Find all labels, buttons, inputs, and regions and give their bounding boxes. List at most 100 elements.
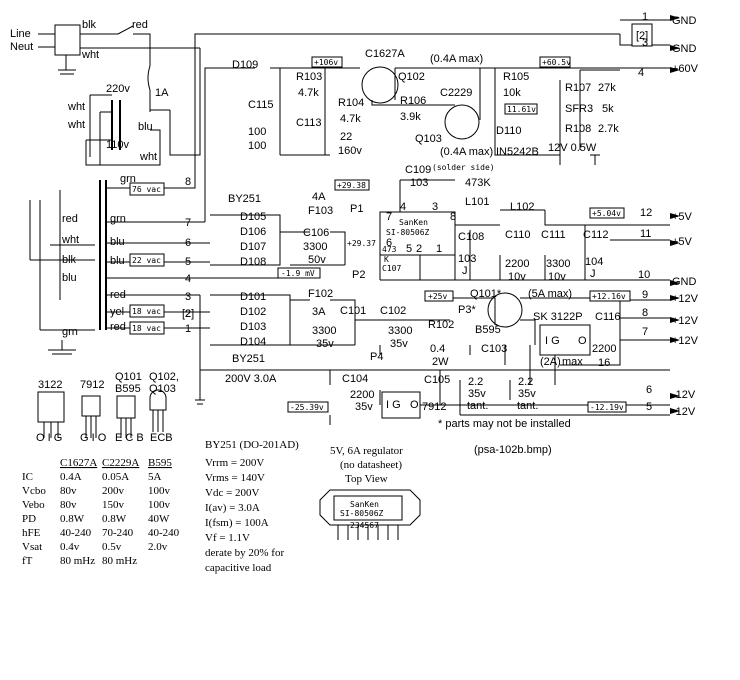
spec-table-cell-2-2: 150v (102, 499, 125, 511)
regulator-note-pkg-code: 234567 (350, 521, 379, 530)
regulator-note-line2: (no datasheet) (340, 459, 402, 471)
label-out-5v-1: +5V (672, 211, 693, 223)
label-sanken-1: SanKen (399, 218, 428, 227)
label-grn-3: grn (62, 326, 78, 338)
diode-spec-line: capacitive load (205, 562, 272, 574)
label-r105: R105 (503, 71, 529, 83)
label-red-top: red (132, 19, 148, 31)
label-c108: C108 (458, 231, 484, 243)
voltage-tag-neg19 (277, 267, 321, 279)
label-red-1: red (62, 213, 78, 225)
voltage-tag-106 (311, 56, 343, 68)
label-r102: R102 (428, 319, 454, 331)
label-wht-4: wht (61, 234, 79, 246)
label-tant-a: tant. (467, 400, 488, 412)
label-b595: B595 (475, 324, 501, 336)
package-b595-body (116, 395, 136, 419)
label-tag-504: +5.04v (592, 209, 621, 218)
label-22-a1: 2.2 (468, 376, 483, 388)
label-c2229: C2229 (440, 87, 472, 99)
diode-spec-line: I(av) = 3.0A (205, 502, 260, 514)
label-c102-v2: 35v (390, 338, 408, 350)
label-r108-val: 2.7k (598, 123, 619, 135)
label-110v: 110v (106, 139, 130, 151)
label-22-b1: 2.2 (518, 376, 533, 388)
label-c101-v2: 35v (316, 338, 334, 350)
voltage-tag-neg2539 (287, 401, 329, 413)
label-p3: P3* (458, 304, 476, 316)
label-18vac-1: 18 vac (132, 307, 161, 316)
label-c110: C110 (505, 229, 530, 241)
label-wht-2: wht (67, 119, 85, 131)
label-103-b: 103 (458, 253, 476, 265)
label-r106: R106 (400, 95, 426, 107)
spec-table-cell-5-0: Vsat (22, 541, 42, 553)
label-pins-ecb-2: ECB (150, 432, 173, 444)
label-d101: D101 (240, 291, 266, 303)
label-r103-val: 4.7k (298, 87, 319, 99)
label-out-10: 10 (638, 269, 650, 281)
label-q101: Q101* (470, 288, 502, 300)
label-l102: L102 (510, 201, 534, 213)
spec-table-cell-1-2: 200v (102, 485, 125, 497)
voltage-tag-605 (539, 56, 571, 68)
package-7912-body (81, 395, 101, 417)
label-o-1: O (578, 335, 587, 347)
spec-table-cell-6-1: 80 mHz (60, 555, 95, 567)
label-pkg-b595: B595 (115, 383, 141, 395)
spec-table-cell-6-0: fT (22, 555, 33, 567)
label-l101: L101 (465, 196, 489, 208)
label-pin5b: 5 (406, 243, 412, 255)
label-out-12v-2: +12V (672, 315, 699, 327)
spec-table-cell-4-1: 40-240 (60, 527, 92, 539)
label-pin-7: 7 (185, 217, 191, 229)
spec-table-cell-5-3: 2.0v (148, 541, 168, 553)
label-18vac-2: 18 vac (132, 324, 161, 333)
label-tag-25: +25v (428, 292, 447, 301)
label-d106: D106 (240, 226, 266, 238)
label-220v: 220v (106, 83, 130, 95)
label-d102: D102 (240, 306, 266, 318)
voltage-tag-25 (424, 290, 454, 302)
label-blu-3: blu (110, 255, 125, 267)
spec-table-cell-1-1: 80v (60, 485, 77, 497)
label-tag-1161: 11.61v (507, 105, 536, 114)
label-o-2: O (410, 399, 419, 411)
label-2a-max: (2A) (540, 356, 561, 368)
label-tag-106: +106v (314, 58, 338, 67)
label-out-12v-1: +12V (672, 293, 699, 305)
spec-table-cell-4-2: 70-240 (102, 527, 134, 539)
spec-table-cell-0-3: 5A (148, 471, 162, 483)
package-3122-body (37, 391, 65, 423)
label-c115: C115 (248, 99, 273, 111)
label-5a-max: (5A max) (528, 288, 572, 300)
label-d107: D107 (240, 241, 266, 253)
label-out-j2: [2] (636, 30, 648, 42)
sanken-regulator-box (379, 211, 456, 256)
label-c113: C113 (296, 117, 321, 129)
label-r106-val: 3.9k (400, 111, 421, 123)
label-c101: C101 (340, 305, 366, 317)
label-blu-2: blu (110, 236, 125, 248)
spec-table-cell-6-2: 80 mHz (102, 555, 137, 567)
label-35v-a: 35v (468, 388, 486, 400)
label-pkg-3122: 3122 (38, 379, 62, 391)
label-wht-3: wht (139, 151, 157, 163)
spec-table-cell-5-2: 0.5v (102, 541, 122, 553)
label-p4: P4 (370, 351, 383, 363)
label-out-12v-3: +12V (672, 335, 699, 347)
label-r105-val: 10k (503, 87, 521, 99)
label-pins-oig: O I G (36, 432, 62, 444)
label-c116: C116 (595, 311, 620, 323)
label-out-7: 7 (642, 326, 648, 338)
label-q103: Q103 (415, 133, 442, 145)
label-tag-1216: +12.16v (592, 292, 626, 301)
label-c105: C105 (424, 374, 450, 386)
label-sanken-2: SI-80506Z (386, 228, 430, 237)
regulator-note-line1: 5V, 6A regulator (330, 445, 403, 457)
label-pin-1: 1 (185, 323, 191, 335)
label-c103: C103 (481, 343, 507, 355)
label-pin7b: 7 (386, 211, 392, 223)
spec-table-cell-4-0: hFE (22, 527, 41, 539)
transistor-q102-symbol (361, 66, 399, 104)
